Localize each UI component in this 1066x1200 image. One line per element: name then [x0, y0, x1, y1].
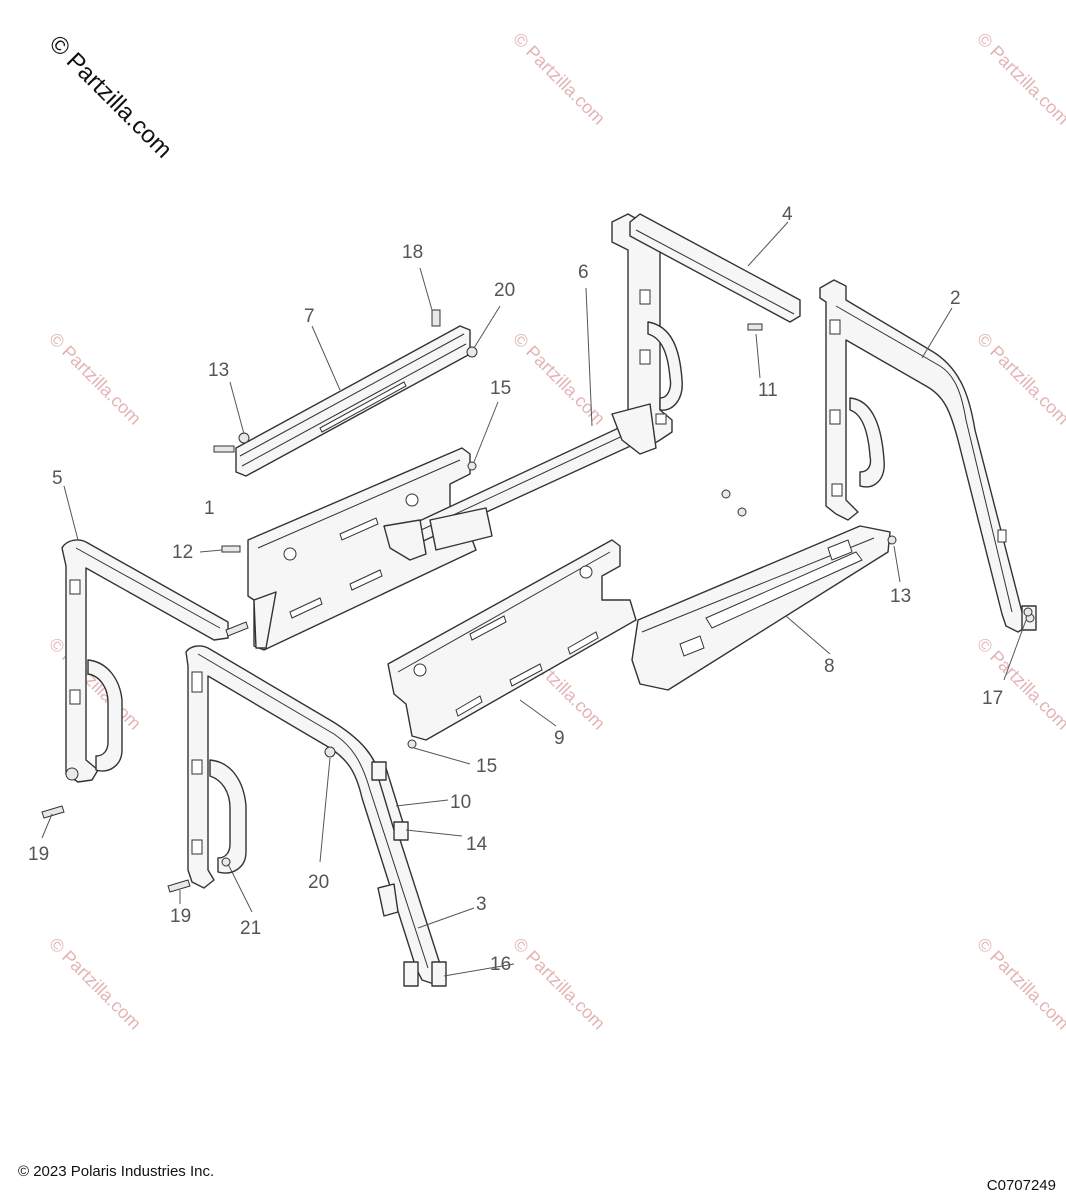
watermark-repeat: © Partzilla.com [973, 329, 1066, 429]
part-9-right-side-frame [387, 539, 637, 741]
callout-3: 3 [476, 894, 487, 915]
callout-13: 13 [208, 360, 229, 381]
copyright-notice: © 2023 Polaris Industries Inc. [18, 1163, 214, 1180]
callout-2: 2 [950, 288, 961, 309]
diagram-code: C0707249 [987, 1177, 1056, 1194]
part-4-rear-roll-bar-left [611, 213, 801, 447]
callout-4: 4 [782, 204, 793, 225]
callout-14: 14 [466, 834, 488, 855]
watermark-main: © Partzilla.com [44, 30, 177, 163]
callout-5: 5 [52, 468, 63, 489]
part-10-link [371, 761, 409, 841]
callout-1: 1 [204, 498, 215, 519]
callout-15: 15 [490, 378, 511, 399]
watermark-repeat: © Partzilla.com [45, 934, 145, 1034]
callout-9: 9 [554, 728, 565, 749]
part-7-upper-rail [235, 325, 471, 477]
watermark-repeat: © Partzilla.com [45, 329, 145, 429]
watermark-repeat: © Partzilla.com [973, 934, 1066, 1034]
callout-21: 21 [240, 918, 261, 939]
callout-20: 20 [494, 280, 515, 301]
watermark-repeat: © Partzilla.com [973, 634, 1066, 734]
callout-6: 6 [578, 262, 589, 283]
callout-11: 11 [758, 380, 778, 401]
callout-8: 8 [824, 656, 835, 677]
callout-16: 16 [490, 954, 511, 975]
callout-19: 19 [28, 844, 49, 865]
part-5-front-roll-bar-left [61, 539, 229, 783]
callout-20: 20 [308, 872, 329, 893]
part-8-rear-panel [631, 525, 891, 691]
part-6-cross-tube [383, 403, 657, 561]
callout-17: 17 [982, 688, 1003, 709]
callout-15: 15 [476, 756, 497, 777]
callout-12: 12 [172, 542, 193, 563]
hardware [41, 309, 1033, 893]
watermark-repeat: © Partzilla.com [45, 634, 145, 734]
watermark-repeat: © Partzilla.com [973, 29, 1066, 129]
callout-18: 18 [402, 242, 423, 263]
callouts: 1 2 3 4 5 6 7 8 9 10 11 12 13 13 14 15 1… [28, 204, 1003, 975]
callout-7: 7 [304, 306, 315, 327]
leader-lines [41, 221, 1027, 977]
callout-13: 13 [890, 586, 911, 607]
part-3-front-roll-bar-right [185, 645, 447, 987]
watermark-repeat: © Partzilla.com [509, 29, 609, 129]
watermark-repeat: © Partzilla.com [509, 329, 609, 429]
part-2-rear-roll-bar-right [819, 279, 1037, 633]
callout-19: 19 [170, 906, 191, 927]
watermark-repeat: © Partzilla.com [509, 934, 609, 1034]
callout-10: 10 [450, 792, 471, 813]
